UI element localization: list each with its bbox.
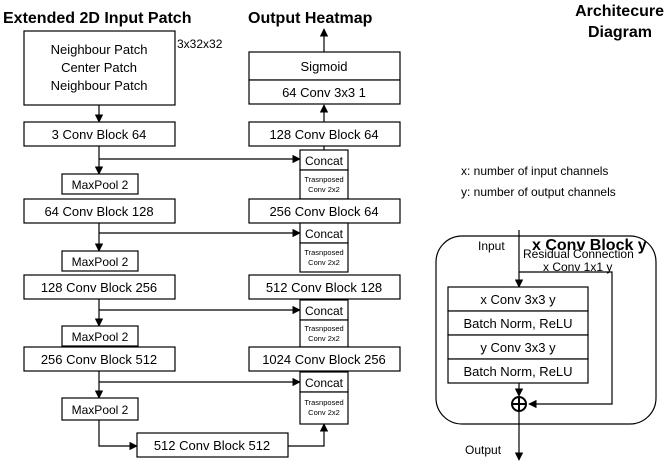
input-patch-heading: Extended 2D Input Patch [3, 10, 191, 27]
residual-connection-line [519, 271, 613, 409]
transposed-conv-4 [299, 391, 349, 425]
residual-label-line2: x Conv 1x1 y [543, 260, 612, 274]
decoder-block-1 [248, 121, 401, 147]
final-conv-label: 64 Conv 3x3 1 [282, 85, 366, 100]
maxpool-1 [61, 173, 139, 195]
concat-2-label: Concat [305, 227, 344, 241]
conv-block-layer-3-label: y Conv 3x3 y [480, 340, 556, 355]
transposed-conv-4-line1: Trasnposed [304, 398, 343, 407]
encoder-block-2-label: 64 Conv Block 128 [44, 204, 153, 219]
decoder-block-3 [248, 274, 401, 300]
legend-y-description: y: number of output channels [461, 185, 616, 199]
concat-3-label: Concat [305, 304, 344, 318]
residual-sum-icon [511, 396, 527, 412]
decoder-block-1-label: 128 Conv Block 64 [269, 127, 378, 142]
transposed-conv-2-line1: Trasnposed [304, 248, 343, 257]
concat-1-label: Concat [305, 154, 344, 168]
conv-block-outline [435, 235, 657, 425]
final-conv-box [248, 79, 401, 105]
conv-block-layer-4 [447, 358, 589, 384]
decoder-block-4 [248, 346, 401, 372]
residual-label-line1: Residual Connection [523, 247, 634, 261]
transposed-conv-2-line2: Conv 2x2 [308, 258, 340, 267]
legend-x-description: x: number of input channels [461, 164, 608, 178]
decoder-block-4-label: 1024 Conv Block 256 [262, 352, 386, 367]
conv-block-layer-2 [447, 310, 589, 336]
transposed-conv-2 [299, 242, 349, 273]
bottleneck-block-label: 512 Conv Block 512 [154, 438, 270, 453]
decoder-block-2-label: 256 Conv Block 64 [269, 204, 378, 219]
maxpool-3 [61, 325, 139, 347]
transposed-conv-1-line1: Trasnposed [304, 175, 343, 184]
conv-block-input-label: Input [478, 239, 505, 253]
input-shape-label: 3x32x32 [177, 37, 223, 51]
input-patch-box [23, 30, 176, 106]
conv-block-title: x Conv Block y [532, 237, 647, 254]
transposed-conv-4-line2: Conv 2x2 [308, 408, 340, 417]
conv-block-output-label: Output [465, 443, 502, 457]
encoder-block-3-label: 128 Conv Block 256 [41, 280, 157, 295]
maxpool-2 [61, 250, 139, 272]
input-patch-line3: Neighbour Patch [51, 78, 148, 93]
bottleneck-block [136, 432, 289, 458]
conv-block-layer-4-label: Batch Norm, ReLU [463, 364, 572, 379]
transposed-conv-3-line1: Trasnposed [304, 324, 343, 333]
transposed-conv-1-line2: Conv 2x2 [308, 185, 340, 194]
maxpool-1-label: MaxPool 2 [72, 178, 129, 192]
diagram-title-line2: Diagram [588, 24, 652, 41]
concat-4-label: Concat [305, 376, 344, 390]
arrow-pool4-to-bottleneck [98, 420, 138, 451]
maxpool-4 [61, 397, 139, 421]
sigmoid-label: Sigmoid [301, 59, 348, 74]
encoder-block-2 [23, 198, 176, 224]
arrow-bottleneck-to-decoder [288, 423, 329, 447]
diagram-title-line1: Architecure [575, 3, 664, 20]
encoder-block-1-label: 3 Conv Block 64 [52, 127, 147, 142]
maxpool-3-label: MaxPool 2 [72, 330, 129, 344]
input-patch-line1: Neighbour Patch [51, 42, 148, 57]
encoder-block-1 [23, 121, 176, 147]
maxpool-2-label: MaxPool 2 [72, 255, 129, 269]
output-heatmap-heading: Output Heatmap [248, 10, 373, 27]
encoder-block-4 [23, 346, 176, 372]
conv-block-layer-1 [447, 286, 589, 312]
encoder-block-4-label: 256 Conv Block 512 [41, 352, 157, 367]
transposed-conv-3-line2: Conv 2x2 [308, 334, 340, 343]
input-patch-line2: Center Patch [61, 60, 137, 75]
decoder-block-3-label: 512 Conv Block 128 [266, 280, 382, 295]
conv-block-layer-2-label: Batch Norm, ReLU [463, 316, 572, 331]
maxpool-4-label: MaxPool 2 [72, 403, 129, 417]
conv-block-layer-1-label: x Conv 3x3 y [480, 292, 556, 307]
